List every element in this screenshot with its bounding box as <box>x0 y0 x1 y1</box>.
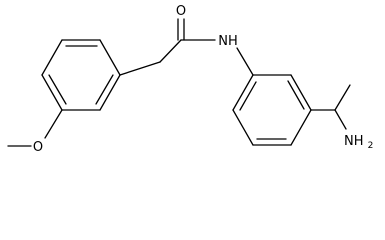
amine-group-label: NH 2 <box>344 134 373 151</box>
bond <box>99 74 121 111</box>
carbonyl-oxygen-label: O <box>176 4 186 19</box>
bond <box>290 109 312 146</box>
bond <box>119 61 161 76</box>
bond <box>44 109 63 139</box>
bond <box>99 39 121 76</box>
amine-group-subscript: 2 <box>368 141 374 151</box>
molecule-drawing: O NH O NH 2 <box>7 4 373 155</box>
amide-nitrogen-label: NH <box>218 34 238 49</box>
amine-group-main: NH <box>344 134 364 149</box>
bond <box>95 74 114 105</box>
bond <box>41 74 63 111</box>
bonds <box>7 18 351 147</box>
bond <box>232 74 254 111</box>
bond <box>236 47 254 76</box>
atom-labels: O NH O NH 2 <box>33 4 373 155</box>
bond <box>334 109 347 130</box>
bond <box>159 39 182 63</box>
methoxy-oxygen-label: O <box>33 140 43 155</box>
bond <box>232 109 254 146</box>
bond <box>239 81 257 111</box>
bond <box>334 84 351 111</box>
bond <box>48 74 67 105</box>
structure-canvas: O NH O NH 2 <box>7 4 373 155</box>
bond <box>41 39 63 76</box>
bond <box>287 80 305 110</box>
bond <box>290 74 312 111</box>
